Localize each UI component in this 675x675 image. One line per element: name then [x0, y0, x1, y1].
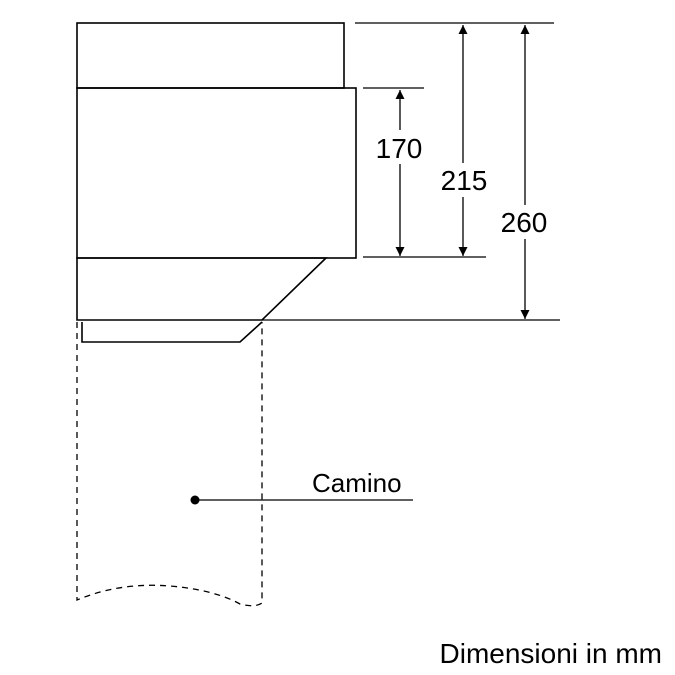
- base-tray: [81, 321, 263, 343]
- lower-housing: [76, 257, 328, 321]
- chimney-outline: [76, 322, 263, 607]
- top-casing: [76, 22, 345, 89]
- dimension-label-bg-170: [370, 130, 428, 164]
- dimension-label-215: 215: [441, 165, 488, 196]
- units-caption: Dimensioni in mm: [440, 638, 663, 669]
- chimney-label: Camino: [312, 468, 402, 498]
- dimension-label-bg-260: [495, 205, 555, 239]
- dimension-label-260: 260: [501, 207, 548, 238]
- dimension-label-170: 170: [376, 133, 423, 164]
- dimension-label-bg-215: [435, 163, 493, 197]
- drawer-panel: [76, 87, 357, 259]
